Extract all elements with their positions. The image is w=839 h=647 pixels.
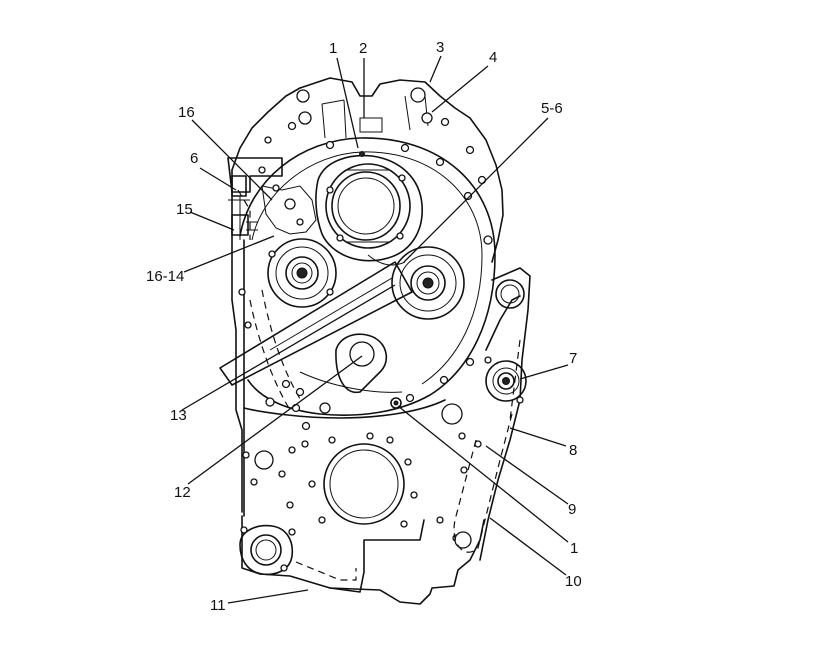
leader-lines [181,55,569,604]
callout-1-bottom: 1 [570,540,578,557]
callout-4: 4 [489,49,497,66]
callout-6: 6 [190,150,198,167]
callout-1-top: 1 [329,40,337,57]
callout-10: 10 [565,573,582,590]
callout-labels: 1 2 3 4 5-6 16 6 15 16-14 7 8 9 1 10 11 … [146,39,582,614]
callout-16-14: 16-14 [146,268,184,285]
upper-flange [231,77,504,263]
left-idler-gear [267,238,337,308]
callout-2: 2 [359,40,367,57]
callout-5-6: 5-6 [541,100,563,117]
callout-9: 9 [568,501,576,518]
callout-12: 12 [174,484,191,501]
lower-left-bearing [239,524,357,581]
right-idler-gear [391,246,465,320]
callout-8: 8 [569,442,577,459]
callout-16: 16 [178,104,195,121]
diagonal-strap [219,261,413,386]
lower-plate [241,399,485,605]
right-tensioner-arm [441,267,531,561]
callout-15: 15 [176,201,193,218]
callout-11: 11 [210,597,226,614]
callout-13: 13 [170,407,187,424]
callout-3: 3 [436,39,444,56]
gear-cover-plate [239,137,496,416]
callout-7: 7 [569,350,577,367]
center-bolt [390,397,402,409]
central-bracket [299,333,403,394]
upper-hub [315,151,423,266]
